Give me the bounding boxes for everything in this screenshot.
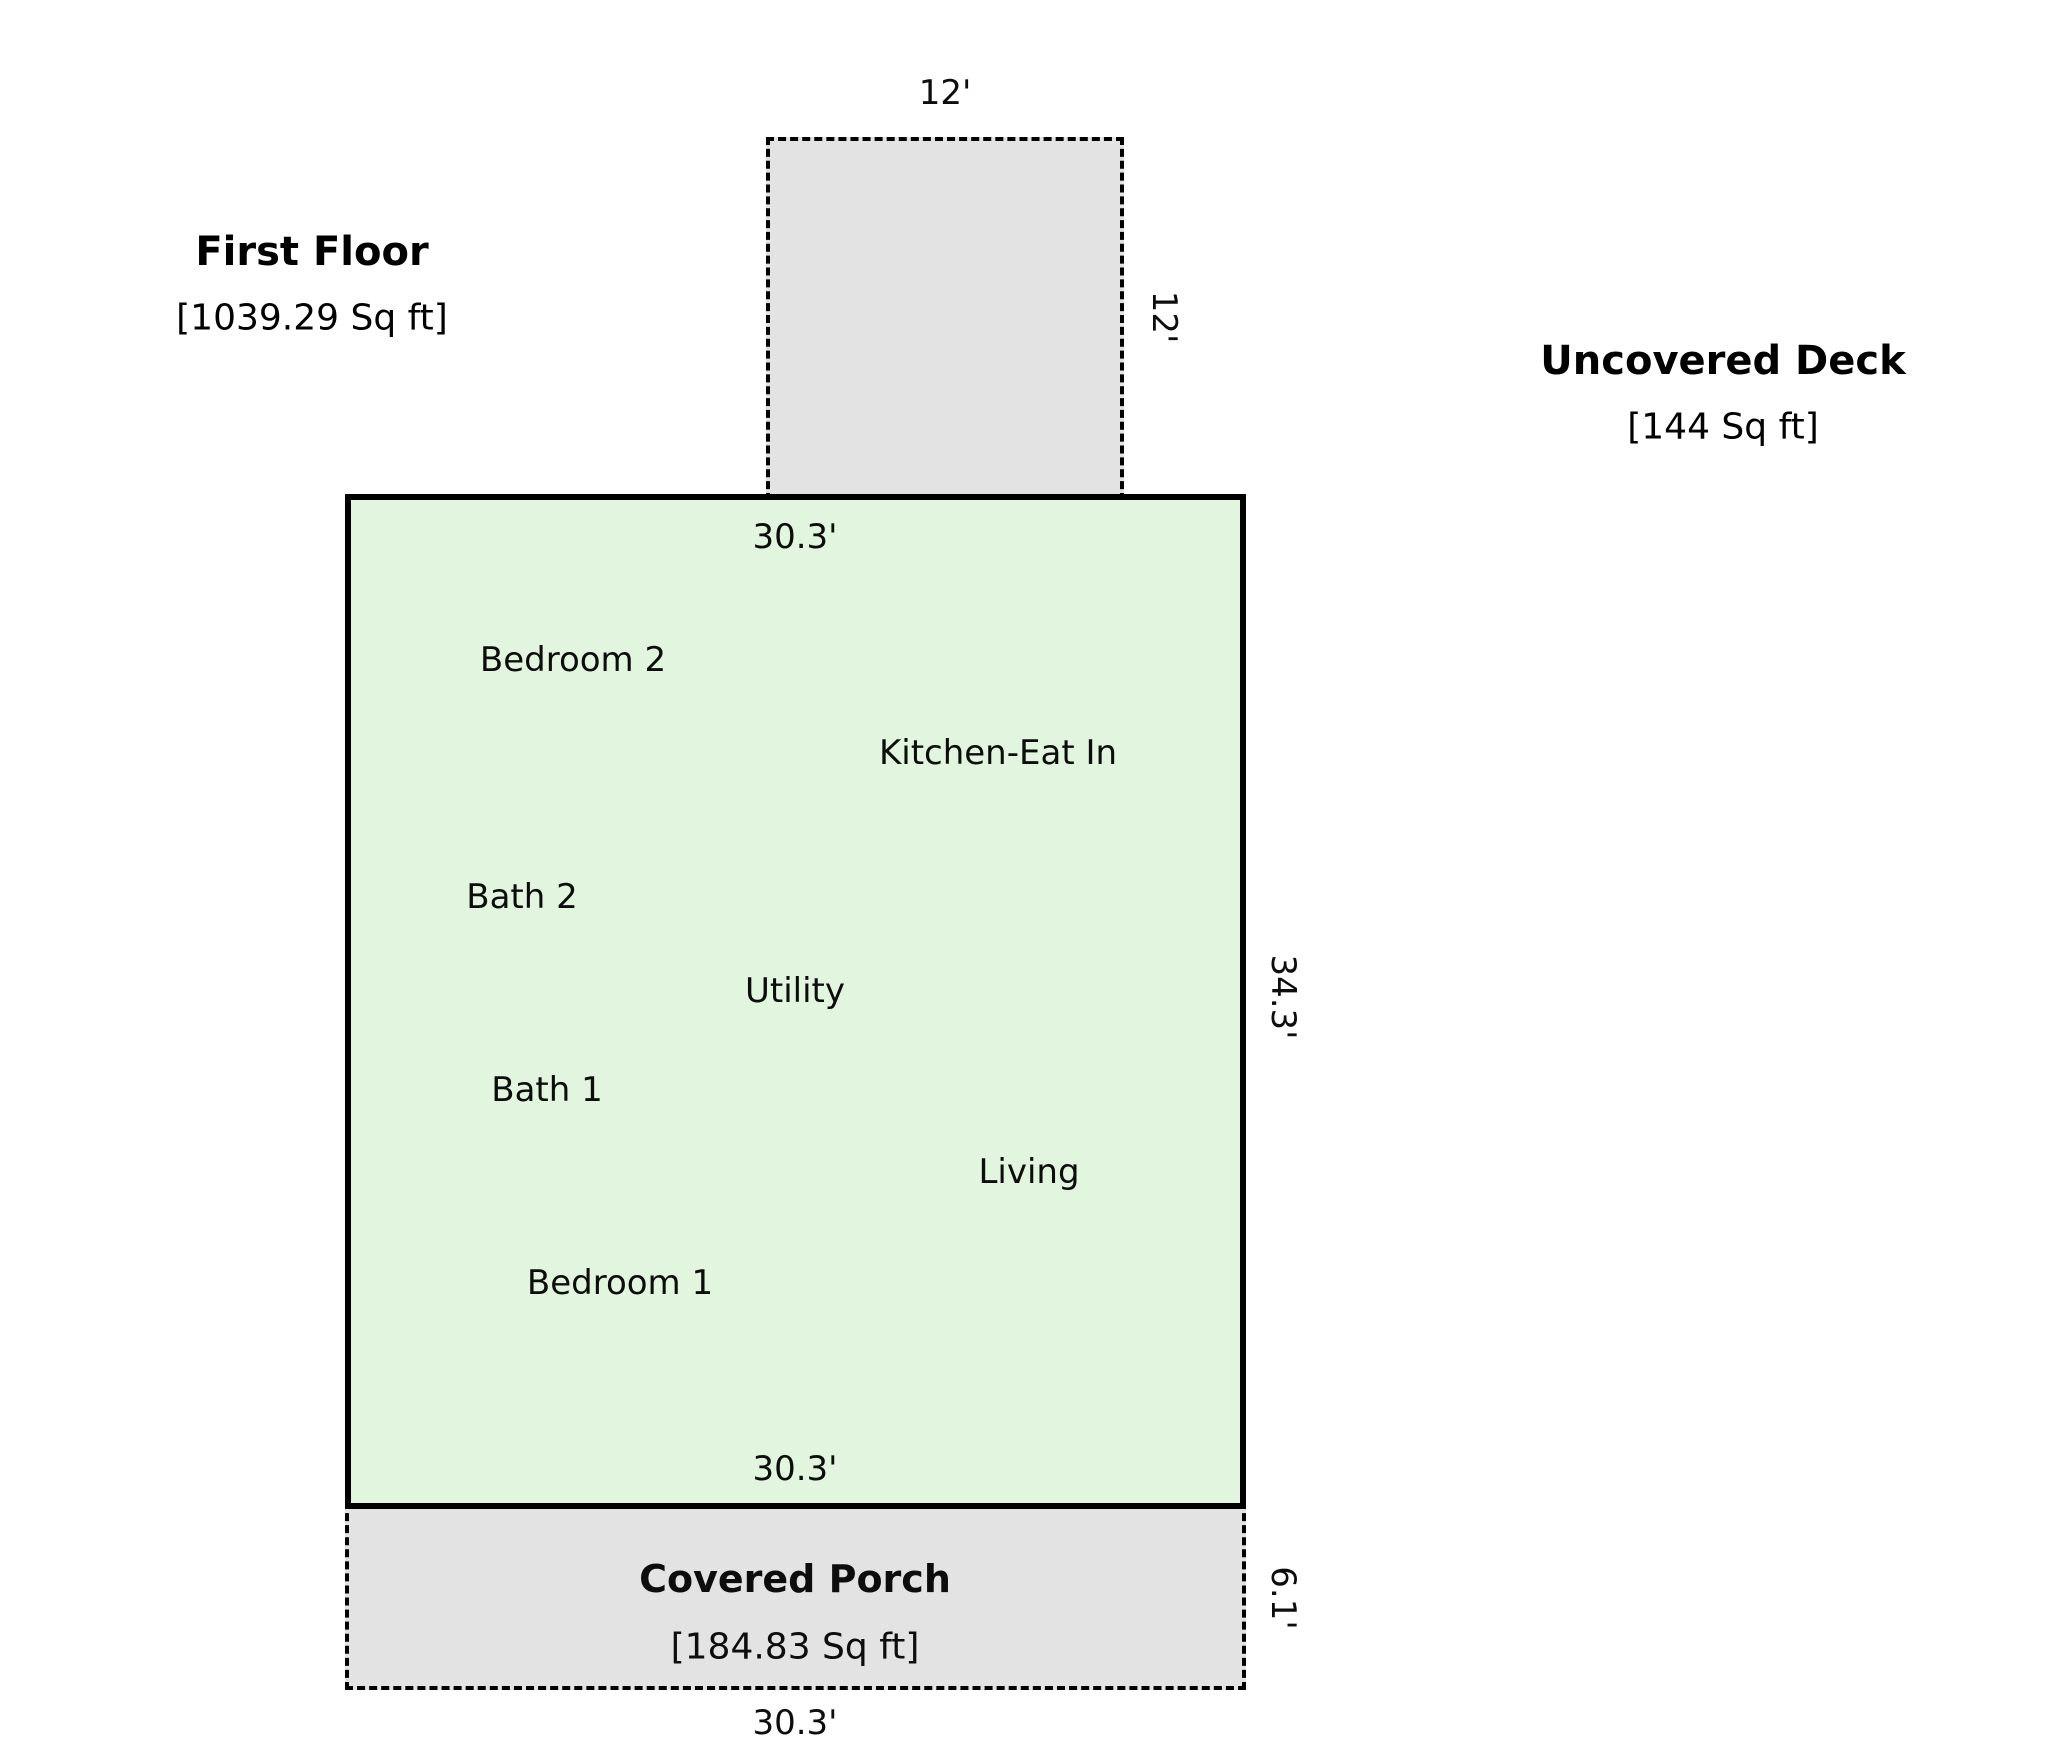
first-floor-area-label: [1039.29 Sq ft] — [176, 297, 448, 339]
covered-porch-area-label: [184.83 Sq ft] — [670, 1626, 920, 1668]
room-label-utility: Utility — [744, 971, 846, 1011]
dimension-porch-right: 6.1' — [1263, 1566, 1303, 1630]
room-label-bath-2: Bath 2 — [466, 877, 578, 917]
uncovered-deck-area — [766, 137, 1124, 501]
room-label-living: Living — [978, 1152, 1080, 1192]
room-label-bedroom-1: Bedroom 1 — [526, 1263, 714, 1303]
room-label-bath-1: Bath 1 — [491, 1070, 603, 1110]
uncovered-deck-area-label: [144 Sq ft] — [1627, 406, 1819, 448]
dimension-floor-top: 30.3' — [752, 517, 838, 557]
dimension-floor-bottom: 30.3' — [752, 1449, 838, 1489]
dimension-porch-bottom: 30.3' — [752, 1703, 838, 1743]
room-label-kitchen-eat-in: Kitchen-Eat In — [878, 733, 1118, 773]
covered-porch-area — [345, 1501, 1246, 1690]
uncovered-deck-title: Uncovered Deck — [1540, 338, 1906, 384]
first-floor-title: First Floor — [195, 229, 429, 275]
first-floor-area — [345, 494, 1246, 1509]
room-label-bedroom-2: Bedroom 2 — [479, 640, 667, 680]
covered-porch-title: Covered Porch — [639, 1557, 951, 1601]
dimension-deck-top: 12' — [918, 73, 972, 113]
dimension-deck-right: 12' — [1144, 290, 1184, 344]
dimension-floor-right: 34.3' — [1263, 954, 1303, 1040]
